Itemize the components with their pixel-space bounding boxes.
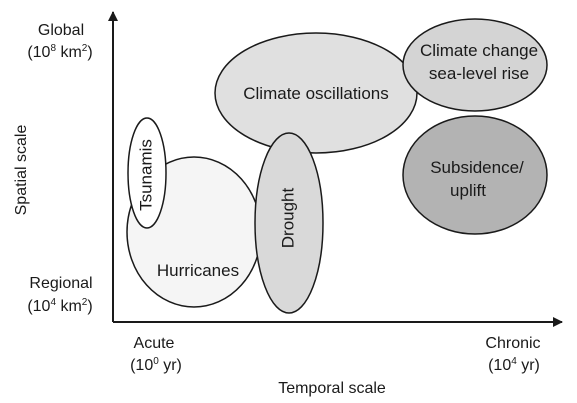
label-sea-level-rise: sea-level rise	[429, 64, 529, 83]
x-left-value: (100 yr)	[130, 356, 182, 374]
region-drought	[254, 132, 324, 314]
y-top-value: (108 km2)	[27, 43, 92, 61]
region-tsunamis	[127, 117, 167, 229]
label-subsidence: Subsidence/	[430, 158, 524, 177]
region-subsidence	[402, 115, 548, 235]
region-climate-change	[402, 18, 548, 112]
label-climate-oscillations: Climate oscillations	[243, 84, 389, 103]
label-hurricanes: Hurricanes	[157, 261, 239, 280]
x-right-label: Chronic	[485, 335, 540, 352]
label-uplift: uplift	[450, 181, 486, 200]
label-tsunamis: Tsunamis	[136, 139, 155, 211]
label-climate-change: Climate change	[420, 41, 538, 60]
label-drought: Drought	[278, 187, 297, 248]
y-bottom-value: (104 km2)	[27, 297, 92, 315]
y-title: Spatial scale	[13, 125, 30, 216]
y-top-label: Global	[38, 22, 84, 39]
x-right-value: (104 yr)	[488, 356, 540, 374]
x-left-label: Acute	[134, 335, 175, 352]
y-bottom-label: Regional	[29, 275, 92, 292]
x-title: Temporal scale	[278, 380, 386, 397]
